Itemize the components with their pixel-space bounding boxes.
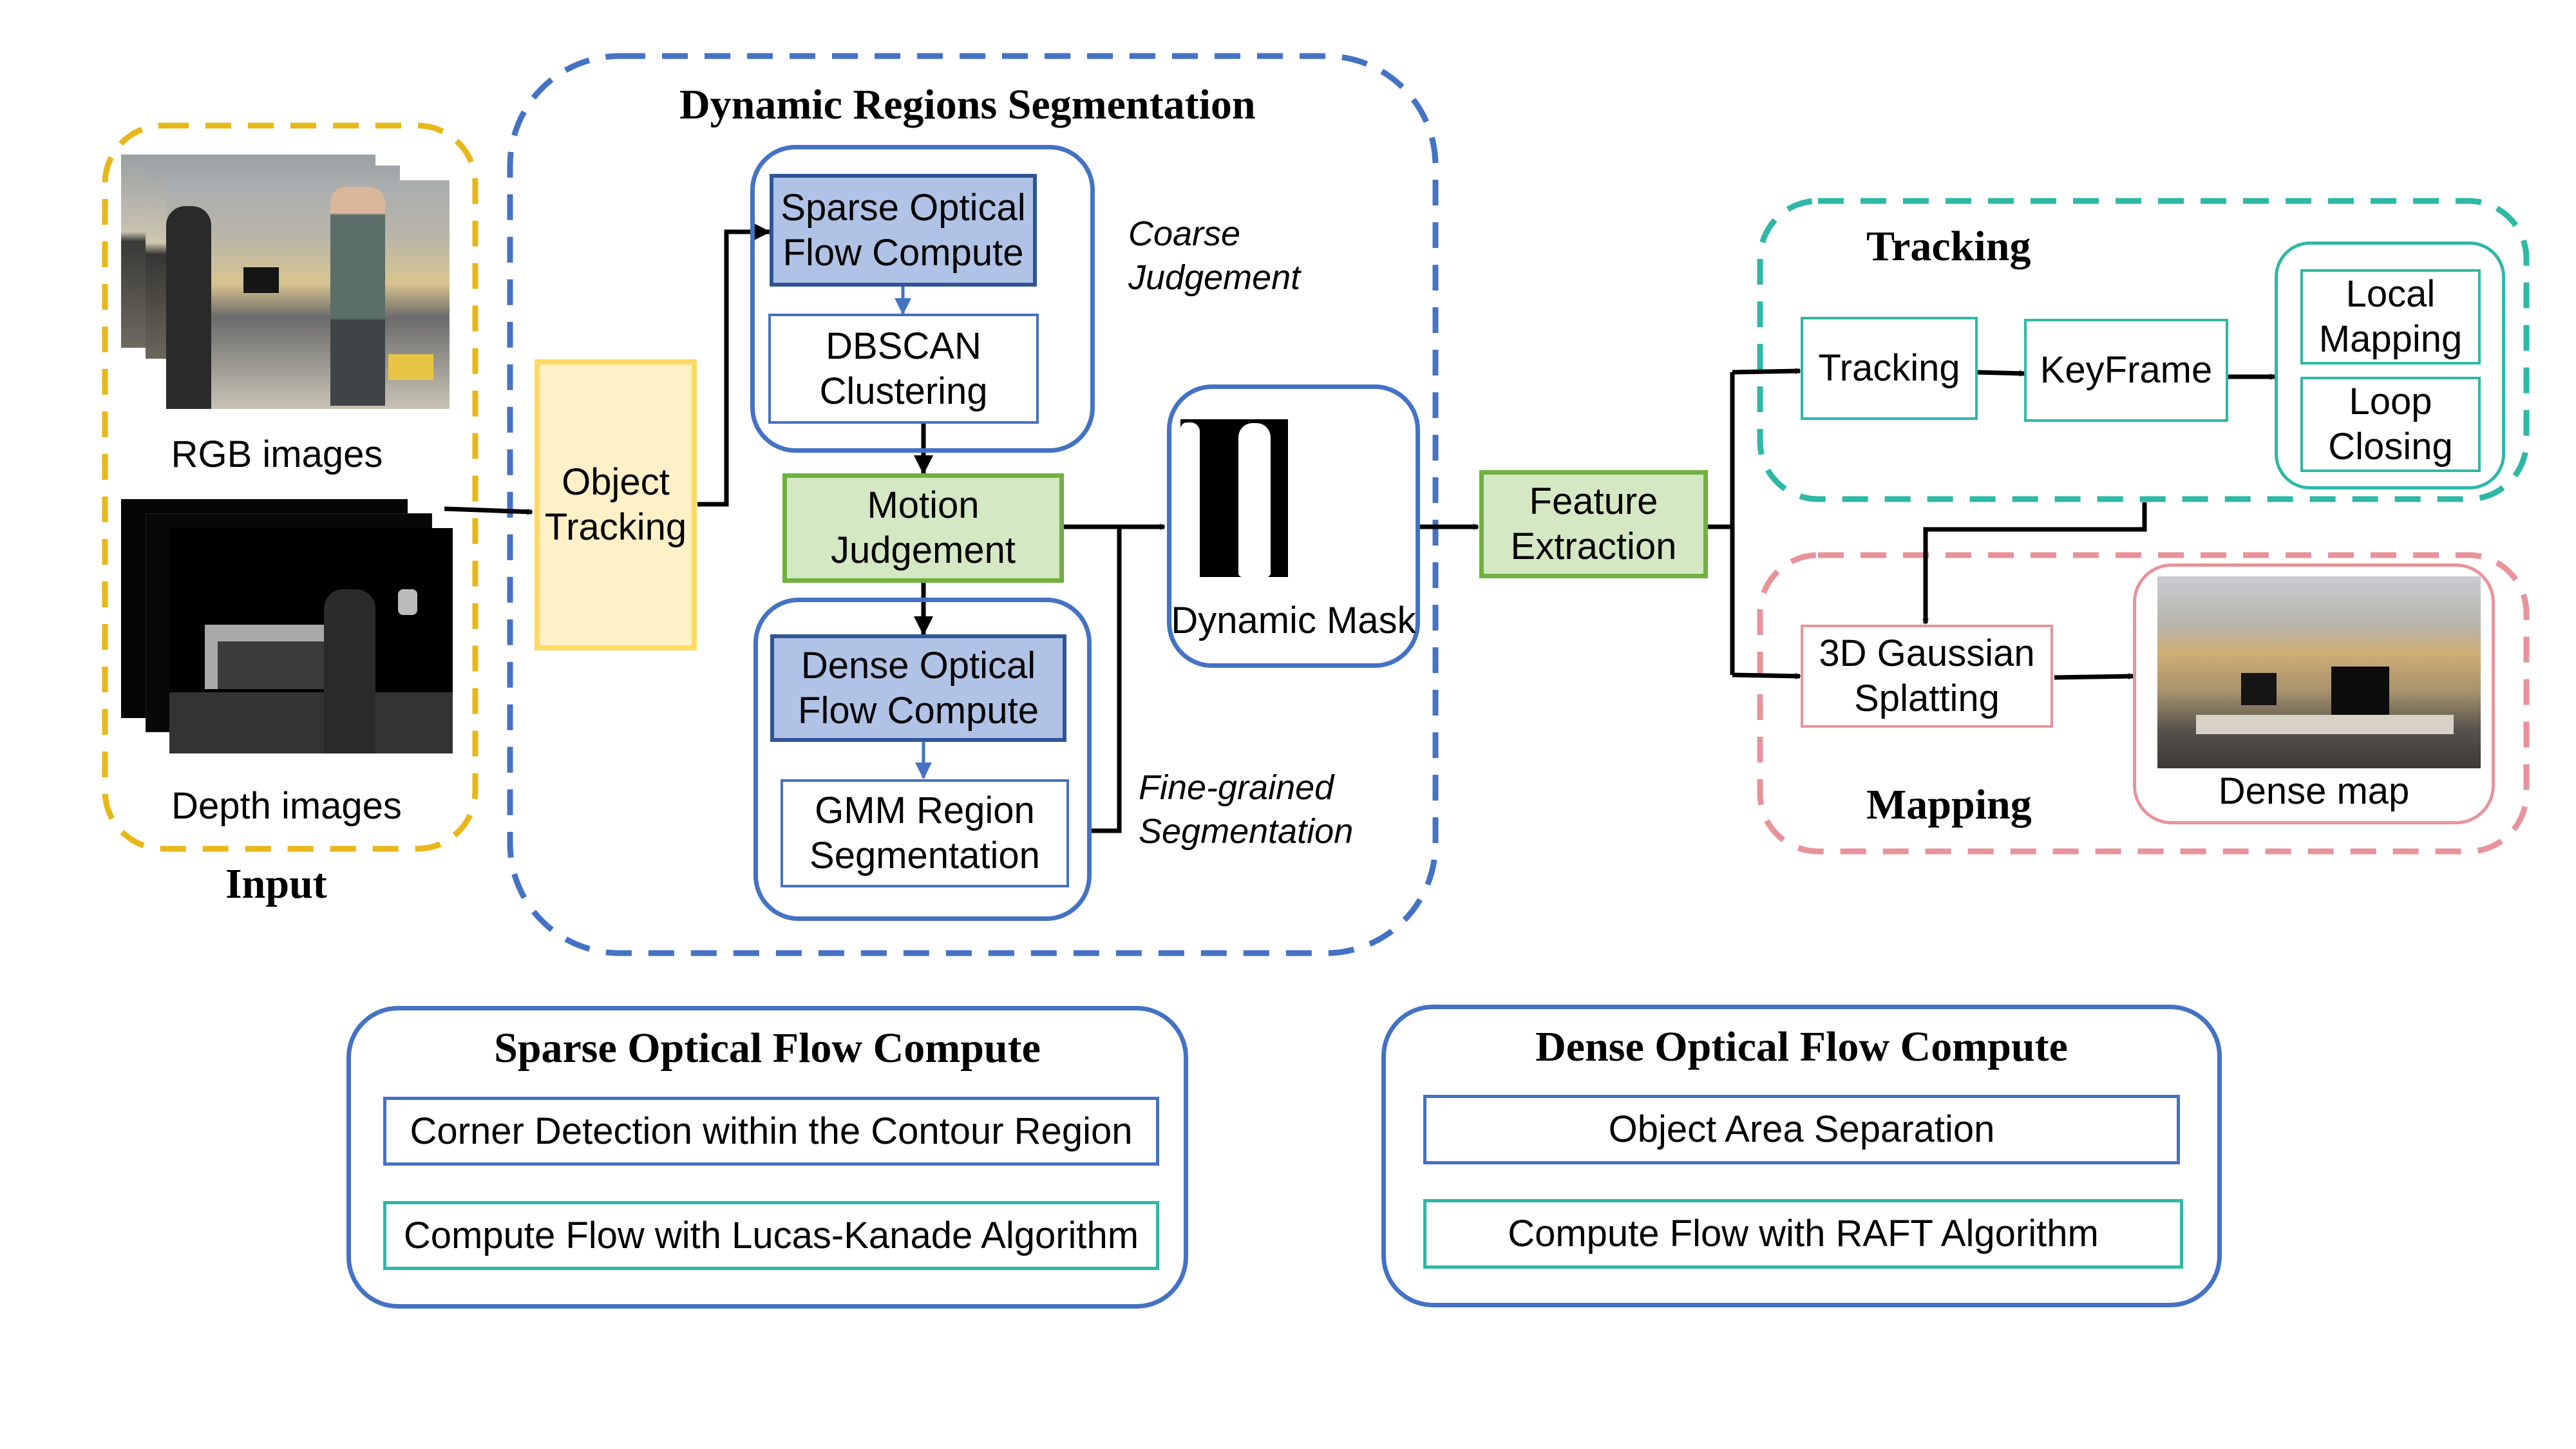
dynamic-mask-image [1180, 419, 1288, 577]
yellow-chair [388, 354, 433, 380]
person-right [330, 187, 385, 406]
sparse-step-lucas-kanade: Compute Flow with Lucas-Kanade Algorithm [383, 1201, 1159, 1270]
dense-flow-box: Dense Optical Flow Compute [770, 634, 1066, 742]
dense-panel-title: Dense Optical Flow Compute [1535, 1023, 2068, 1070]
dense-map-monitor-2 [2331, 667, 2389, 715]
dense-map-desk [2196, 715, 2454, 734]
arrow-tracking-to-gaussian [1922, 502, 2147, 625]
dense-step-raft: Compute Flow with RAFT Algorithm [1423, 1199, 2183, 1269]
dense-flow-group [753, 598, 1092, 921]
depth-images-label: Depth images [171, 785, 402, 827]
sparse-flow-group [750, 145, 1095, 453]
arrow-tracking-to-keyframe [1975, 370, 2025, 377]
rgb-frame-3 [166, 180, 450, 409]
fine-grained-note: Fine-grained Segmentation [1139, 768, 1354, 851]
line-gmm-to-junction [1088, 527, 1122, 833]
depth-highlight [398, 589, 417, 615]
coarse-judgement-note: Coarse Judgement [1128, 214, 1301, 297]
depth-wall [205, 625, 340, 689]
depth-floor [169, 692, 453, 753]
mapping-title: Mapping [1866, 781, 2032, 828]
motion-judgement-box: Motion Judgement [782, 473, 1064, 583]
arrow-gaussian-to-densemap [2054, 673, 2134, 680]
person-left [166, 206, 211, 409]
object-tracking-box: Object Tracking [535, 359, 697, 650]
dense-map-label: Dense map [2218, 770, 2410, 812]
depth-person [324, 589, 375, 753]
gaussian-splatting-box: 3D Gaussian Splatting [1801, 625, 2053, 728]
dense-map-monitor-1 [2241, 673, 2277, 705]
local-mapping-box: Local Mapping [2300, 269, 2481, 365]
dense-step-object-separation: Object Area Separation [1423, 1095, 2180, 1164]
sparse-panel-title: Sparse Optical Flow Compute [494, 1025, 1041, 1072]
depth-frame-3 [169, 528, 453, 753]
monitor [243, 267, 279, 293]
depth-image-stack [121, 499, 456, 776]
dynamic-mask-label: Dynamic Mask [1171, 600, 1416, 641]
tracking-box: Tracking [1801, 317, 1978, 420]
rgb-image-stack [121, 155, 456, 425]
mask-silhouette-right [1238, 423, 1271, 577]
keyframe-box: KeyFrame [2024, 319, 2228, 422]
arrow-feature-to-tracking [1732, 368, 1801, 375]
feature-extraction-box: Feature Extraction [1479, 470, 1708, 578]
sparse-flow-box: Sparse Optical Flow Compute [770, 174, 1037, 287]
tracking-title: Tracking [1866, 223, 2031, 270]
dense-map-image [2157, 576, 2481, 768]
input-title: Input [225, 860, 327, 907]
backend-group [2275, 242, 2505, 489]
arrow-feature-to-gaussian [1732, 672, 1801, 679]
loop-closing-box: Loop Closing [2300, 377, 2481, 472]
gmm-segmentation-box: GMM Region Segmentation [781, 779, 1069, 887]
line-feature-split [1707, 372, 1735, 675]
dbscan-box: DBSCAN Clustering [768, 314, 1039, 424]
mask-silhouette-left [1180, 422, 1200, 577]
segmentation-title: Dynamic Regions Segmentation [679, 81, 1256, 128]
sparse-step-corner-detection: Corner Detection within the Contour Regi… [383, 1097, 1159, 1166]
arrow-input-to-tracking [444, 506, 533, 515]
rgb-images-label: RGB images [171, 433, 383, 475]
